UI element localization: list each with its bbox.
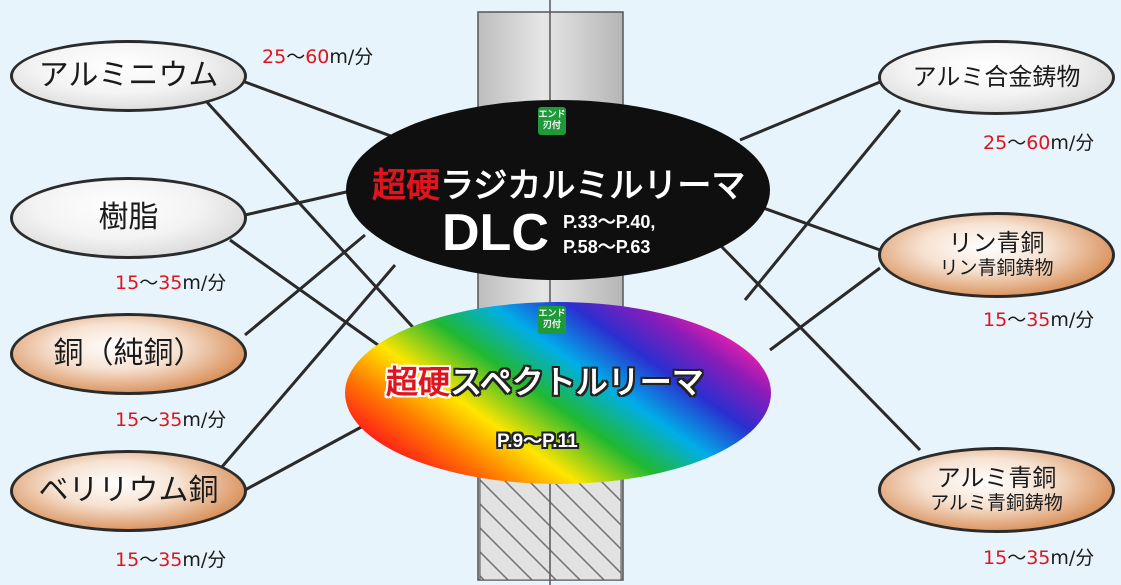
- end-blade-badge-spectre: エンド 刃付: [538, 306, 566, 334]
- dlc-model: DLC: [442, 204, 549, 262]
- speed-aluminum: 25〜60m/分: [262, 46, 374, 68]
- material-sublabel: アルミ青銅鋳物: [930, 491, 1063, 514]
- material-label: ベリリウム銅: [38, 472, 219, 508]
- connector-copper-dlc: [244, 233, 366, 337]
- connector-aluminum-dlc: [244, 80, 416, 147]
- dlc-pages-1: P.33〜P.40,: [563, 212, 656, 232]
- material-label: アルミ青銅: [936, 464, 1057, 493]
- dlc-reamer-ellipse: [346, 100, 770, 280]
- connector-albronze-dlc: [718, 243, 922, 452]
- material-aluminum-bronze: アルミ青銅 アルミ青銅鋳物: [878, 447, 1115, 533]
- connector-beryllium-dlc: [213, 264, 397, 476]
- dlc-title-carbide: 超硬: [372, 166, 440, 206]
- material-aluminum-casting: アルミ合金鋳物: [878, 40, 1115, 115]
- connector-phosphor-spectre: [769, 266, 881, 352]
- material-resin: 樹脂: [10, 177, 247, 259]
- spectre-reamer-ellipse: [345, 302, 771, 484]
- spectre-title-name: スペクトルリーマ: [450, 363, 704, 401]
- material-aluminum: アルミニウム: [10, 40, 247, 112]
- material-copper: 銅（純銅）: [10, 313, 247, 395]
- badge-line-2: 刃付: [542, 320, 561, 330]
- material-label: 樹脂: [98, 199, 159, 235]
- connector-alcasting-spectre: [743, 109, 902, 301]
- spectre-title-carbide: 超硬: [386, 363, 451, 401]
- badge-line-1: エンド: [538, 309, 566, 319]
- material-beryllium-copper: ベリリウム銅: [10, 450, 247, 532]
- badge-line-2: 刃付: [542, 121, 561, 131]
- speed-aluminum-bronze: 15〜35m/分: [983, 547, 1095, 569]
- connector-aluminum-spectre: [203, 98, 422, 337]
- badge-line-1: エンド: [538, 110, 566, 120]
- speed-copper: 15〜35m/分: [115, 409, 227, 431]
- speed-phosphor-bronze: 15〜35m/分: [983, 309, 1095, 331]
- speed-resin: 15〜35m/分: [115, 272, 227, 294]
- dlc-pages-2: P.58〜P.63: [563, 237, 651, 257]
- end-blade-badge-dlc: エンド 刃付: [538, 107, 566, 135]
- spectre-reamer-title: 超硬スペクトルリーマ: [386, 357, 704, 403]
- spectre-pages: P.9〜P.11: [497, 431, 578, 452]
- speed-beryllium-copper: 15〜35m/分: [115, 549, 227, 571]
- material-label: アルミニウム: [38, 57, 219, 93]
- connector-lines: [203, 80, 922, 492]
- connector-alcasting-dlc: [739, 80, 881, 142]
- material-label: 銅（純銅）: [53, 335, 204, 371]
- connector-resin-dlc: [244, 188, 356, 217]
- material-phosphor-bronze: リン青銅 リン青銅鋳物: [878, 212, 1115, 298]
- material-label: アルミ合金鋳物: [912, 62, 1081, 91]
- dlc-title-name: ラジカルミルリーマ: [440, 166, 746, 206]
- dlc-reamer-title: 超硬ラジカルミルリーマ: [372, 158, 745, 207]
- speed-aluminum-casting: 25〜60m/分: [983, 132, 1095, 154]
- connector-phosphor-dlc: [754, 203, 881, 252]
- material-sublabel: リン青銅鋳物: [939, 256, 1054, 279]
- material-label: リン青銅: [948, 229, 1045, 258]
- connector-beryllium-spectre: [244, 423, 366, 492]
- connector-resin-spectre: [229, 238, 379, 347]
